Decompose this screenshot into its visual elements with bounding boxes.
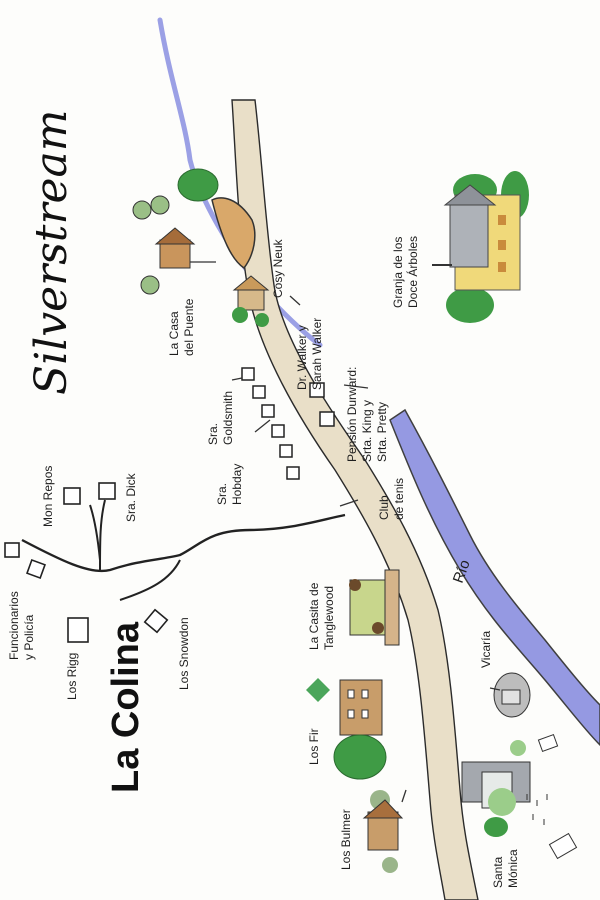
la-colina-label: La Colina [105,621,147,793]
cosy-neuk-cottage [232,275,270,327]
tanglewood-label-line2: Tanglewood [322,586,336,650]
vicaria-label: Vicaría [479,631,493,668]
mon-repos-label: Mon Repos [41,466,55,527]
hill-houses [4,482,169,643]
club-tenis-label-line2: de tenis [392,478,406,520]
santa-monica-label-line2: Mónica [506,849,520,888]
map-title: Silverstream [26,109,77,395]
walker-label-line1: Dr. Walker y [295,325,309,390]
durward-label-line3: Srta. Pretty [375,402,389,462]
tanglewood-label-line1: La Casita de [307,582,321,650]
tanglewood-cottage [349,569,400,646]
river [389,408,600,747]
los-bulmer-house [362,790,404,873]
sra-goldsmith-label-line2: Goldsmith [221,391,235,445]
sra-hobday-label-line2: Hobday [230,464,244,505]
funcionarios-label-line2: y Policía [22,614,36,660]
hill-lane [99,499,106,571]
granja-farm [432,171,529,323]
sra-goldsmith-label-line1: Sra. [206,423,220,445]
sra-hobday-label-line1: Sra. [215,483,229,505]
river-label: Río [450,558,474,586]
granja-label-line2: Doce Árboles [405,236,420,308]
santa-monica-church [461,733,578,860]
sra-dick-label: Sra. Dick [124,472,138,522]
main-road [231,99,479,900]
hill-lane [119,559,181,601]
la-casa-del-puente-building [132,168,219,295]
hill-lane [21,513,346,573]
leader-lines [190,261,501,803]
casa-puente-label-line2: del Puente [182,298,196,356]
granja-label-line1: Granja de los [391,237,405,308]
club-tenis-label-line1: Club [377,495,391,520]
los-fir-house [306,678,387,780]
casa-puente-label-line1: La Casa [167,311,181,356]
small-houses [241,367,335,480]
los-bulmer-label: Los Bulmer [339,809,353,870]
funcionarios-label-line1: Funcionarios [7,591,21,660]
upper-stream [157,17,323,348]
los-rigg-label: Los Rigg [65,653,79,700]
bridge [211,197,256,270]
walker-label-line2: Sarah Walker [310,318,324,390]
cosy-neuk-label: Cosy Neuk [271,238,285,298]
santa-monica-label-line1: Santa [491,856,505,888]
durward-label-line2: Srta. King y [360,400,374,462]
hill-lane [89,504,101,561]
durward-label-line1: Pensión Durward: [345,367,359,462]
los-snowdon-label: Los Snowdon [177,617,191,690]
los-fir-label: Los Fir [307,728,321,765]
vicaria-building [493,672,531,718]
